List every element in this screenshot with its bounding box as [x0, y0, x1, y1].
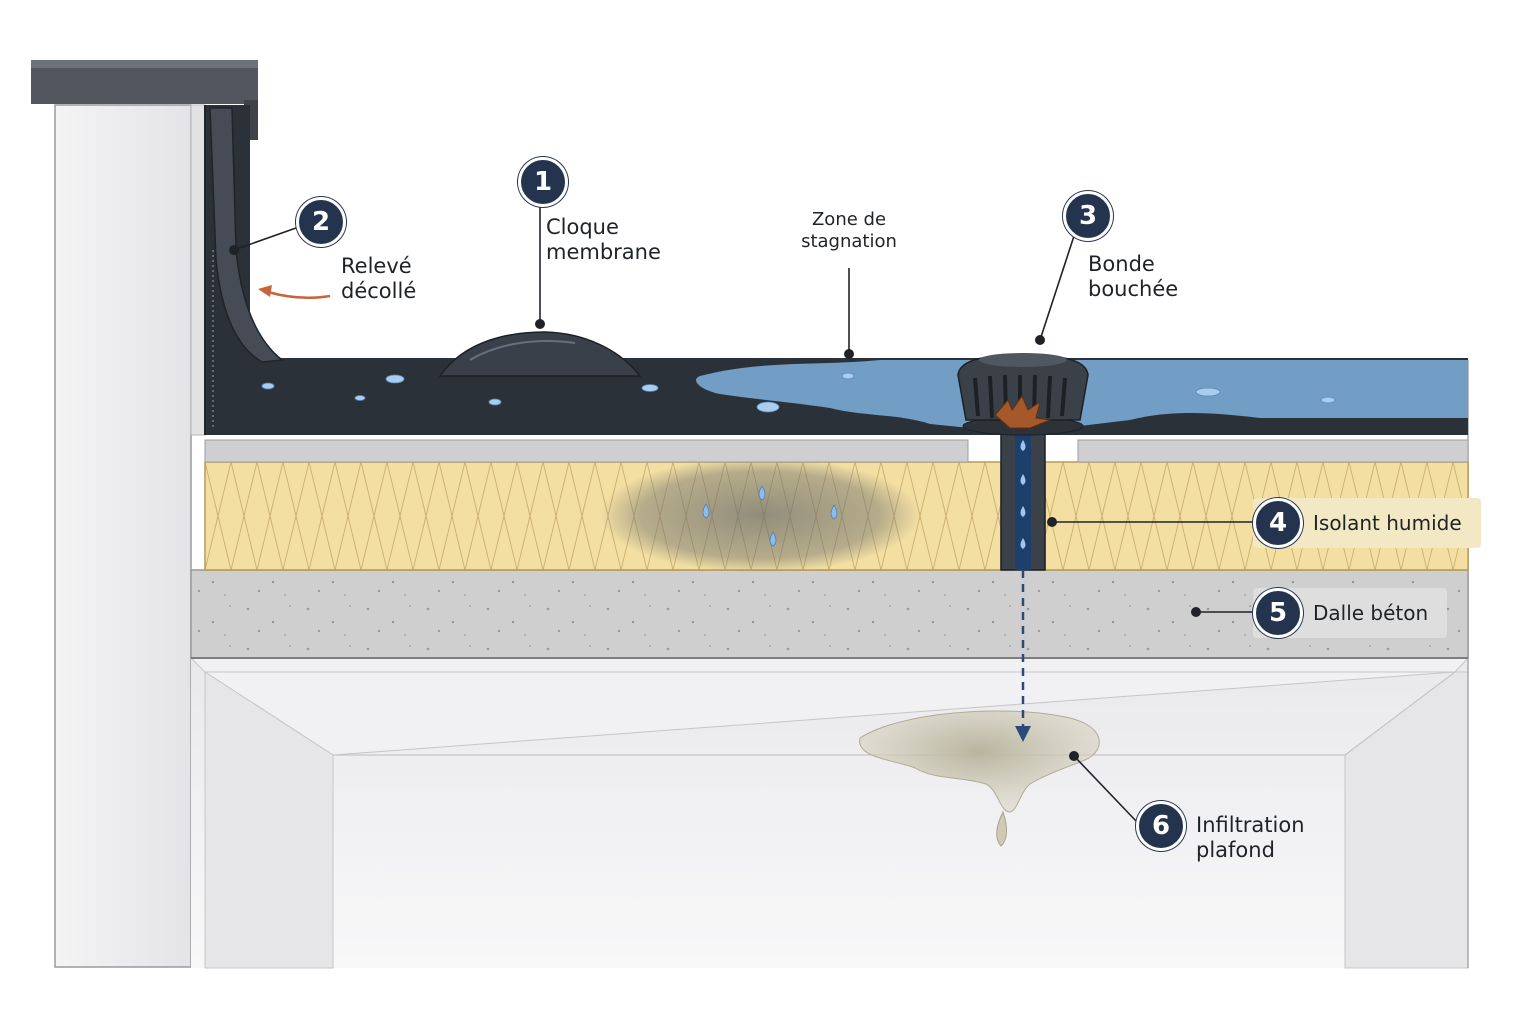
parapet-wall — [54, 104, 192, 968]
insulation-water-drops — [702, 485, 838, 547]
callout-6-badge: 6 — [1136, 801, 1186, 851]
membrane-blister — [438, 331, 642, 377]
ceiling-stain — [859, 710, 1100, 813]
stagnation-zone-label: Zone de stagnation — [801, 209, 897, 252]
callout-3-label: Bonde bouchée — [1088, 252, 1179, 302]
peeled-upstand — [209, 107, 284, 363]
callout-4-pill: 4 Isolant humide — [1253, 498, 1481, 548]
peel-arrow — [267, 290, 331, 300]
surface-droplets — [261, 372, 1336, 413]
callout-4-badge: 4 — [1253, 498, 1303, 548]
callout-2-label: Relevé décollé — [341, 254, 417, 304]
dead-leaf-icon — [994, 394, 1052, 429]
ceiling-drip — [996, 810, 1007, 847]
callout-3-badge: 3 — [1063, 191, 1113, 241]
pipe-water-drops — [1020, 440, 1026, 549]
callout-1-label: Cloque membrane — [546, 215, 661, 265]
callout-6-label: Infiltration plafond — [1196, 813, 1305, 863]
callout-1-badge: 1 — [518, 157, 568, 207]
leader-lines — [233, 204, 1253, 823]
parapet-inner-face — [190, 104, 206, 436]
callout-5-badge: 5 — [1253, 588, 1303, 638]
callout-5-label: Dalle béton — [1313, 601, 1429, 625]
callout-2-badge: 2 — [296, 197, 346, 247]
callout-4-label: Isolant humide — [1313, 511, 1462, 535]
callout-5-pill: 5 Dalle béton — [1253, 588, 1447, 638]
leader-dots — [229, 245, 1201, 761]
wet-insulation-zone — [600, 457, 920, 573]
